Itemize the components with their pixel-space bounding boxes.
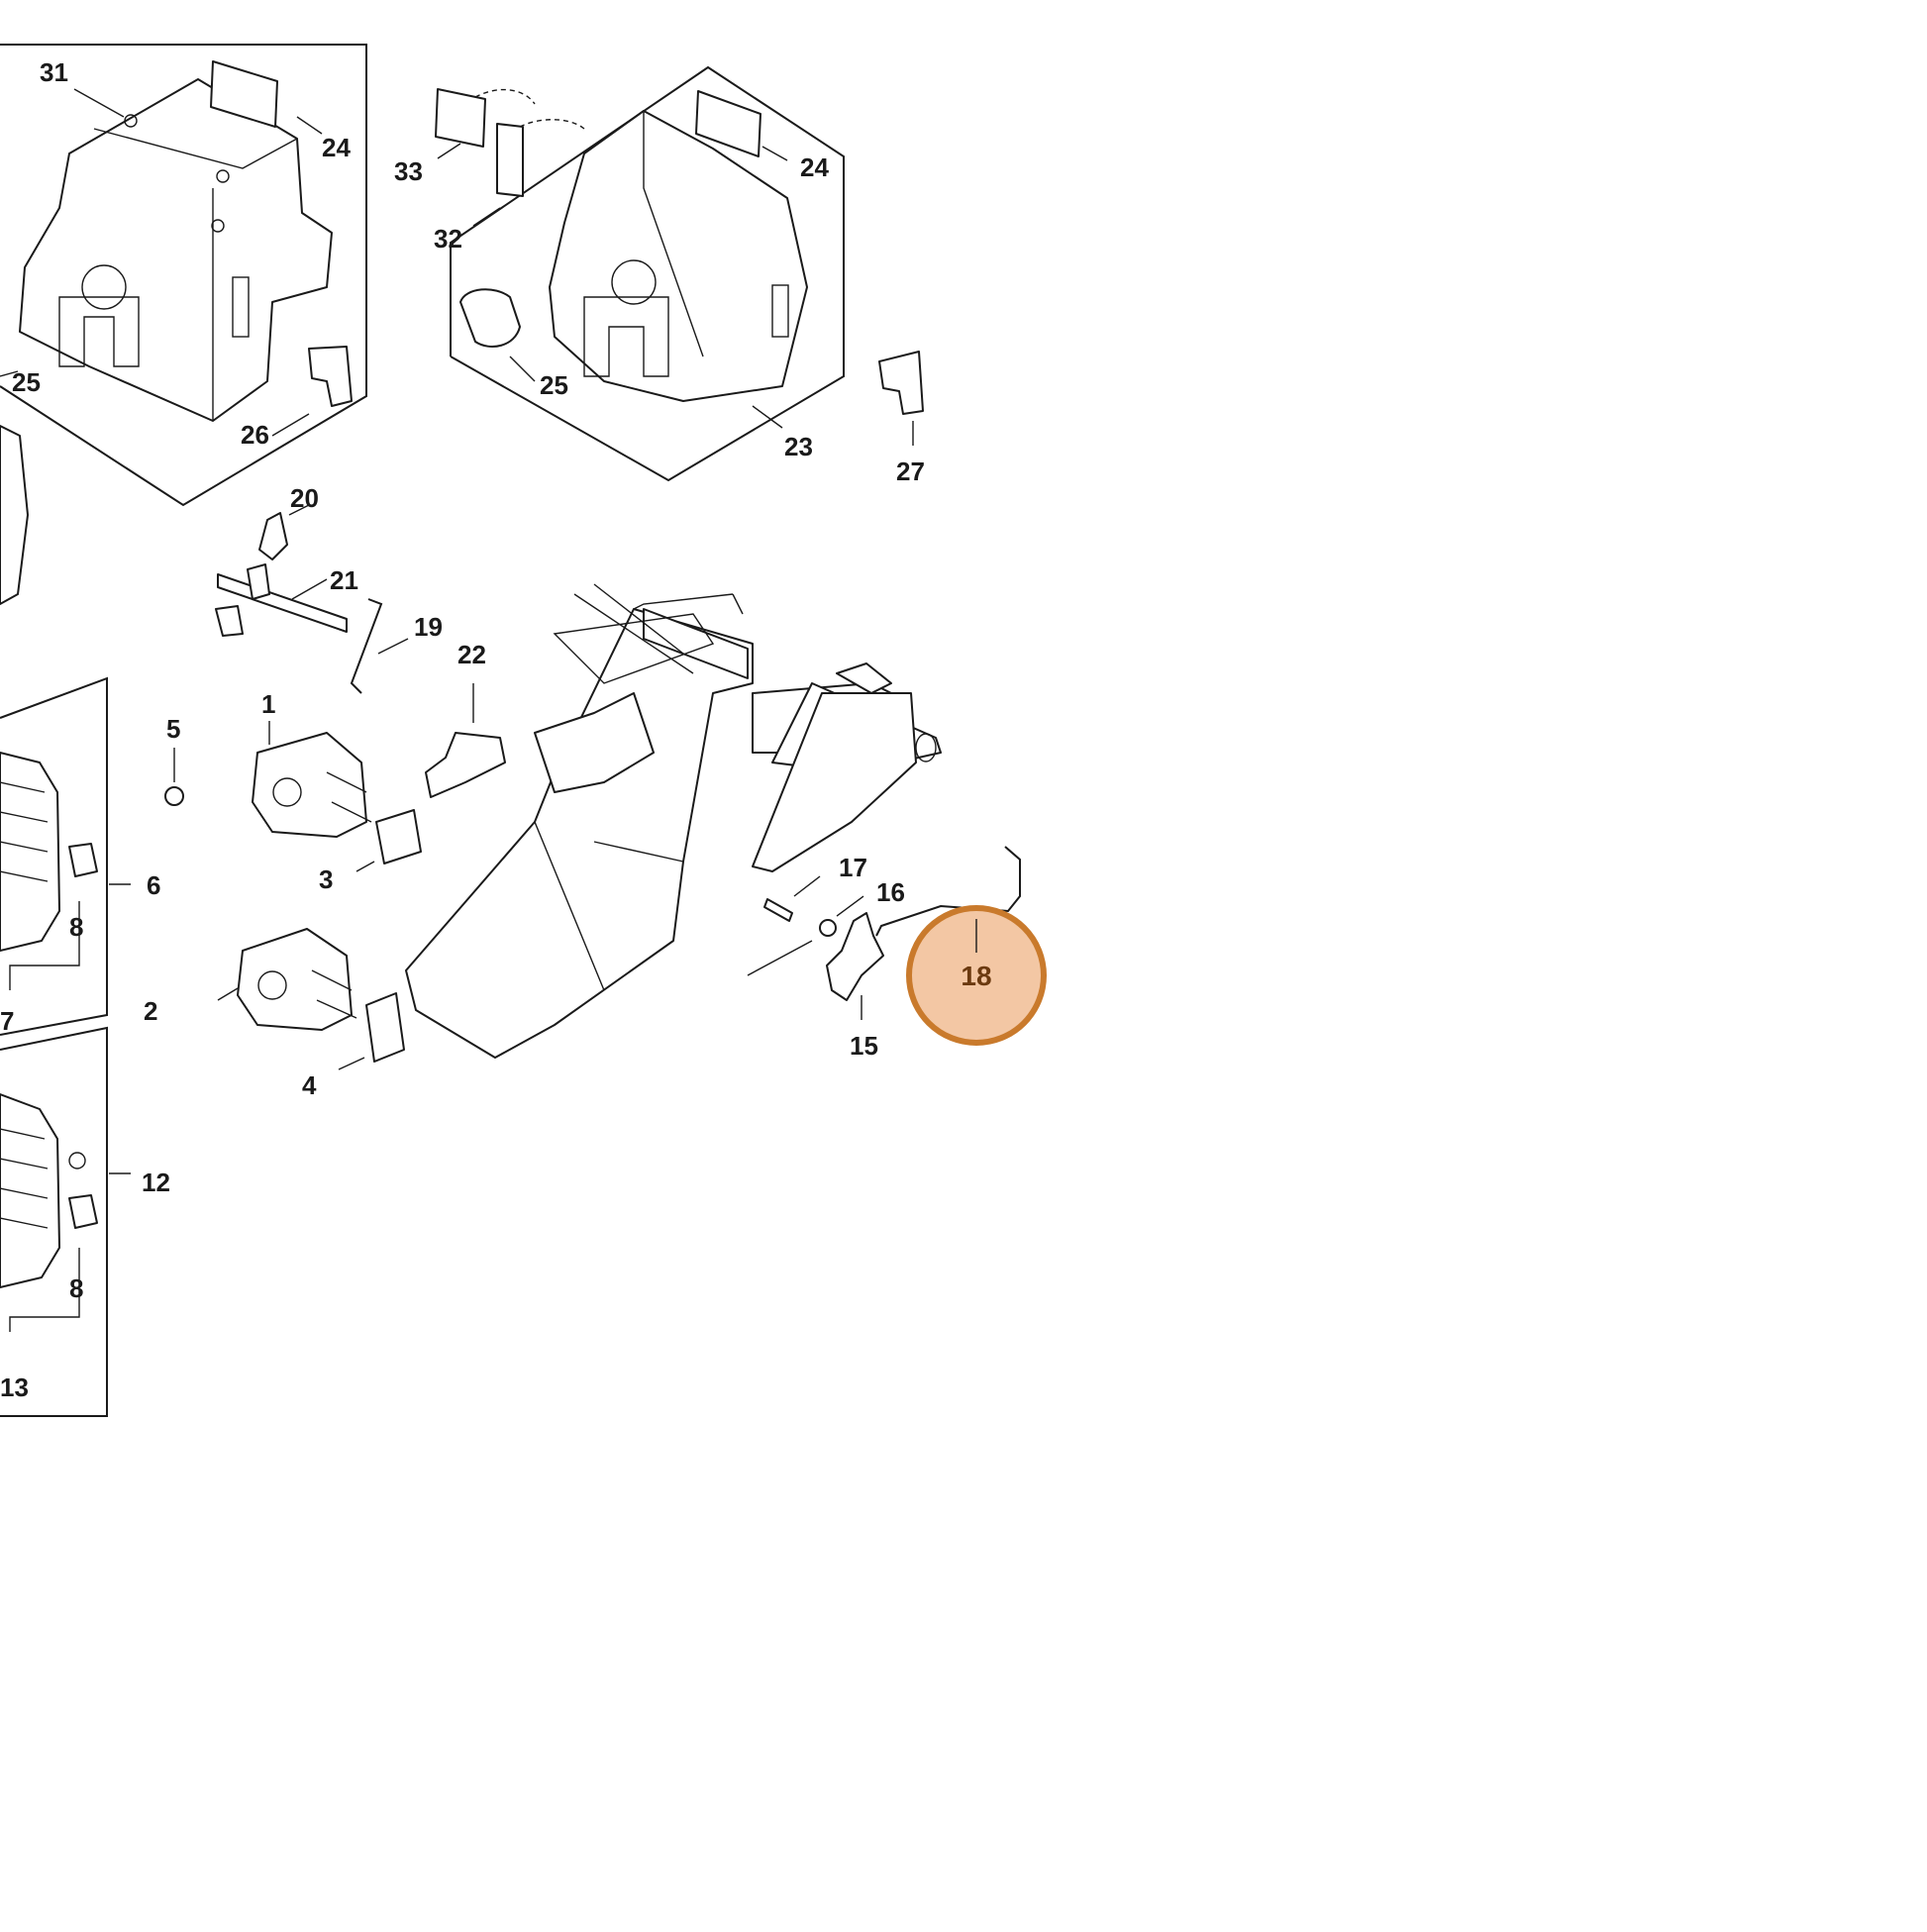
shroud-cover-right xyxy=(549,110,808,402)
nut-16 xyxy=(819,895,864,937)
decal-33 xyxy=(435,88,486,148)
decal-24-left xyxy=(210,60,278,128)
gasket-4 xyxy=(338,992,405,1070)
air-filter-lower xyxy=(0,1093,60,1288)
partial-edge-item xyxy=(0,425,29,605)
callout-6: 6 xyxy=(147,870,160,900)
callout-13: 13 xyxy=(0,1373,29,1402)
callout-21: 21 xyxy=(330,565,358,595)
clip-27 xyxy=(878,351,924,446)
callout-1: 1 xyxy=(261,689,275,719)
clip-8-upper xyxy=(68,843,98,877)
shroud-cover-left xyxy=(19,78,333,422)
callout-18[interactable]: 18 xyxy=(961,961,991,991)
air-filter-upper xyxy=(0,752,60,952)
callout-33: 33 xyxy=(394,156,423,186)
carburetor-2 xyxy=(217,928,357,1031)
main-housing xyxy=(405,583,942,1059)
decal-32 xyxy=(496,123,524,197)
callout-25-left: 25 xyxy=(12,367,41,397)
callout-23: 23 xyxy=(784,432,813,461)
nut-5 xyxy=(164,748,184,806)
callout-25-right: 25 xyxy=(540,370,568,400)
pin-17 xyxy=(763,875,821,922)
decal-24-right xyxy=(695,90,761,157)
filter-group-upper xyxy=(0,676,131,1036)
highlight-circle[interactable] xyxy=(906,905,1047,1046)
callout-18-highlight[interactable]: 18 xyxy=(906,905,1047,1046)
lever-22 xyxy=(425,683,506,798)
clip-26 xyxy=(308,346,353,407)
shroud-group-left xyxy=(0,44,367,507)
bracket-20 xyxy=(258,504,310,560)
rod-19 xyxy=(350,598,409,694)
callout-16: 16 xyxy=(876,877,905,907)
callout-8-upper: 8 xyxy=(69,912,83,942)
callout-27: 27 xyxy=(896,457,925,486)
callout-24-left: 24 xyxy=(322,133,351,162)
shroud-group-right xyxy=(435,65,845,482)
filter-group-lower xyxy=(0,1026,131,1417)
callout-2: 2 xyxy=(144,996,157,1026)
callout-5: 5 xyxy=(166,714,180,744)
callout-3: 3 xyxy=(319,864,333,894)
callout-7: 7 xyxy=(0,1006,14,1036)
callout-31: 31 xyxy=(40,57,68,87)
carburetor-1 xyxy=(252,721,372,838)
clip-8-lower xyxy=(68,1194,98,1229)
callout-32: 32 xyxy=(434,224,462,254)
callout-19: 19 xyxy=(414,612,443,642)
callout-26: 26 xyxy=(241,420,269,450)
callout-8-lower: 8 xyxy=(69,1273,83,1303)
callout-20: 20 xyxy=(290,483,319,513)
grommet-25-right xyxy=(459,288,521,348)
shaft-21 xyxy=(215,563,348,637)
gasket-3 xyxy=(355,809,422,872)
callout-labels: 31 24 25 26 33 32 24 25 23 27 20 21 19 2… xyxy=(0,57,925,1402)
callout-22: 22 xyxy=(457,640,486,669)
callout-12: 12 xyxy=(142,1168,170,1197)
callout-15: 15 xyxy=(850,1031,878,1061)
callout-17: 17 xyxy=(839,853,867,882)
lever-15 xyxy=(747,912,884,1020)
callout-4: 4 xyxy=(302,1070,317,1100)
callout-24-right: 24 xyxy=(800,153,829,182)
